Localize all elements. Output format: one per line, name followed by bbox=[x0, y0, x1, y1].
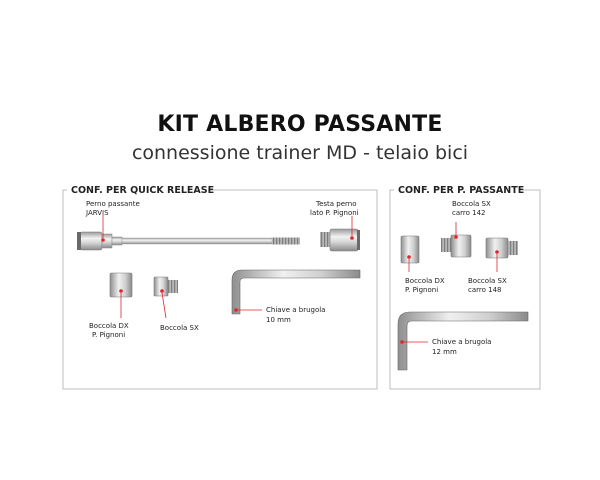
bushing-dx-right bbox=[400, 235, 420, 272]
axle-head bbox=[320, 216, 360, 252]
panel-title-through-axle: CONF. PER P. PASSANTE bbox=[398, 185, 524, 196]
panel-title-quick-release: CONF. PER QUICK RELEASE bbox=[71, 185, 214, 196]
allen-key-12 bbox=[397, 311, 529, 371]
allen-key-10 bbox=[231, 269, 361, 315]
label-bushing-sx: Boccola SX bbox=[160, 324, 199, 332]
through-axle bbox=[77, 215, 300, 251]
bushing-sx bbox=[153, 276, 178, 319]
title: KIT ALBERO PASSANTE bbox=[157, 112, 443, 137]
bushing-sx-148 bbox=[485, 237, 518, 272]
marker-dot bbox=[101, 238, 105, 242]
subtitle: connessione trainer MD - telaio bici bbox=[131, 142, 469, 164]
bushing-sx-142 bbox=[441, 222, 472, 258]
bushing-dx bbox=[109, 272, 133, 318]
